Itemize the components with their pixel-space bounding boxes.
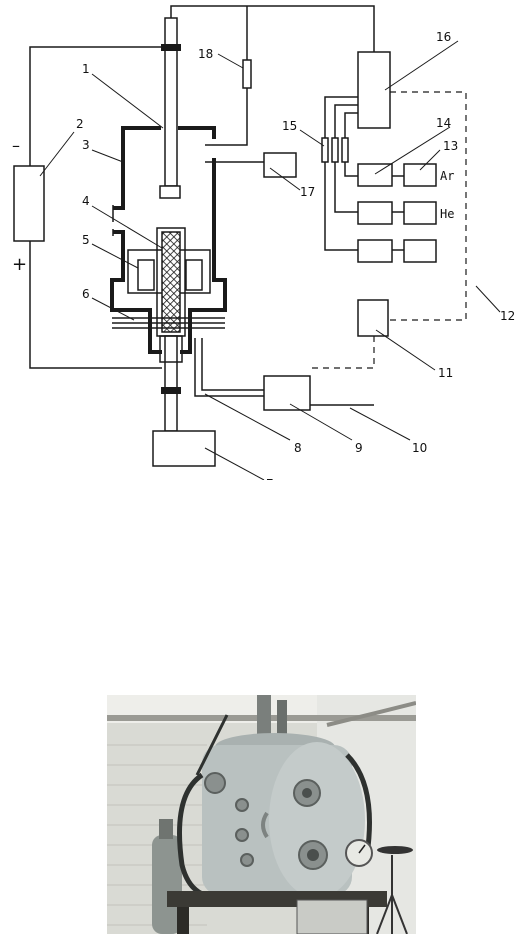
label-17: 17: [300, 185, 315, 199]
upper-insulator: [161, 44, 181, 51]
drive-unit-7: [152, 430, 216, 467]
lower-rod: [164, 335, 178, 432]
label-9: 9: [355, 441, 363, 455]
chamber-wall-left-lower: [110, 230, 162, 354]
heater-left-5: [137, 259, 155, 291]
label-he: He: [440, 207, 454, 221]
valve-15b: [331, 137, 339, 163]
chamber-wall-left: [113, 126, 161, 210]
valve-15c: [341, 137, 349, 163]
label-18: 18: [198, 47, 213, 61]
label-ar: Ar: [440, 169, 454, 183]
box-11: [357, 299, 389, 337]
label-11: 11: [438, 366, 453, 380]
cylinder-he: [403, 201, 437, 225]
top-wire: [170, 5, 375, 52]
heater-right: [185, 259, 203, 291]
valve-15a: [321, 137, 329, 163]
label-5: 5: [82, 233, 90, 247]
label-2: 2: [76, 117, 84, 131]
label-3: 3: [82, 138, 90, 152]
controller-16: [357, 51, 391, 129]
flowmeter-14-ar: [357, 163, 393, 187]
resistor-lead-lower: [212, 88, 248, 146]
label-4: 4: [82, 194, 90, 208]
upper-electrode-tip: [159, 185, 181, 199]
label-15: 15: [282, 119, 297, 133]
callout-labels: 1 2 3 4 5 6 7 8 9 10 11 12 13 14 15 16 1…: [12, 30, 515, 480]
lower-rod-outer: [159, 335, 183, 363]
label-8: 8: [294, 441, 302, 455]
pump-9: [263, 375, 311, 411]
label-7: 7: [266, 477, 274, 480]
label-1: 1: [82, 62, 90, 76]
label-minus: –: [12, 136, 20, 155]
negative-lead: [29, 46, 171, 166]
positive-lead: [29, 241, 162, 369]
label-12: 12: [500, 309, 515, 323]
vacuum-line-8: [194, 338, 264, 397]
box-17: [263, 152, 297, 178]
label-14: 14: [436, 116, 451, 130]
signal-line-12: [388, 91, 467, 321]
label-10: 10: [412, 441, 427, 455]
cylinder-3: [403, 239, 437, 263]
label-16: 16: [436, 30, 451, 44]
lower-insulator: [161, 387, 181, 394]
flowmeter-he: [357, 201, 393, 225]
apparatus-photo: [107, 695, 416, 934]
chamber-wall-right: [178, 126, 216, 139]
cylinder-13-ar: [403, 163, 437, 187]
upper-rod: [164, 17, 178, 187]
label-13: 13: [443, 139, 458, 153]
label-6: 6: [82, 287, 90, 301]
flowmeter-3: [357, 239, 393, 263]
power-supply-2: [13, 165, 45, 242]
resistor-18: [242, 59, 252, 89]
label-plus: +: [12, 254, 27, 275]
chamber-wall-right-lower: [180, 158, 227, 354]
apparatus-schematic: 1 2 3 4 5 6 7 8 9 10 11 12 13 14 15 16 1…: [12, 5, 515, 480]
